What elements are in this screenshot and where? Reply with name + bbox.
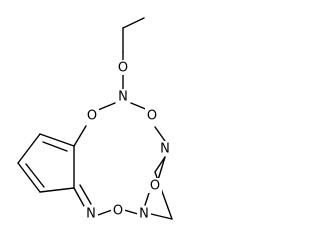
bond-cp-top-inner: [42, 141, 68, 152]
atom-o-upper-right: O: [145, 108, 159, 124]
bond-cp-left-lower-inner: [25, 163, 45, 188]
atom-o-ethoxy: O: [116, 60, 130, 76]
atom-o-lower: O: [111, 203, 125, 219]
atom-label-o-lower: O: [113, 204, 123, 219]
atom-label-o-upper-left: O: [87, 109, 97, 124]
bond-o-left-cp: [73, 125, 87, 147]
bond-n-top-o-left: [97, 102, 116, 111]
bond-cp-left-lower: [17, 162, 41, 193]
atom-o-bridge: O: [148, 178, 162, 194]
atom-label-o-ethoxy: O: [118, 61, 128, 76]
bond-n-imine-o-lower: [97, 209, 113, 216]
bond-cp-bottom: [39, 187, 75, 193]
bond-ethyl-terminal: [122, 17, 145, 29]
bond-n-lower-bridge-bottom: [150, 213, 173, 220]
bond-cp-n-imine-inner: [79, 184, 92, 205]
molecular-structure-diagram: O N O O N O N O: [17, 17, 173, 222]
atom-n-lower: N: [137, 206, 151, 222]
bond-bridge-top: [154, 156, 166, 173]
atom-label-o-bridge: O: [150, 179, 160, 194]
bond-n-right-bridge: [157, 156, 166, 181]
bond-cp-n-imine: [73, 187, 85, 207]
bond-o-right-n-right: [154, 126, 166, 142]
atom-label-n-lower: N: [139, 207, 149, 222]
atom-o-upper-left: O: [85, 108, 99, 124]
atom-label-n-top: N: [118, 90, 128, 105]
atom-label-n-right: N: [160, 142, 170, 157]
atom-n-imine: N: [84, 206, 98, 222]
bond-cp-left-upper: [17, 133, 41, 164]
atom-n-top: N: [116, 89, 130, 105]
bond-o-lower-n-lower: [123, 209, 139, 215]
bond-layer: [17, 17, 173, 220]
atom-label-n-imine: N: [86, 207, 96, 222]
atom-layer: O N O O N O N O: [84, 60, 172, 222]
bond-cp-top: [39, 133, 75, 147]
atom-n-right: N: [158, 141, 172, 157]
atom-label-o-upper-right: O: [147, 109, 157, 124]
